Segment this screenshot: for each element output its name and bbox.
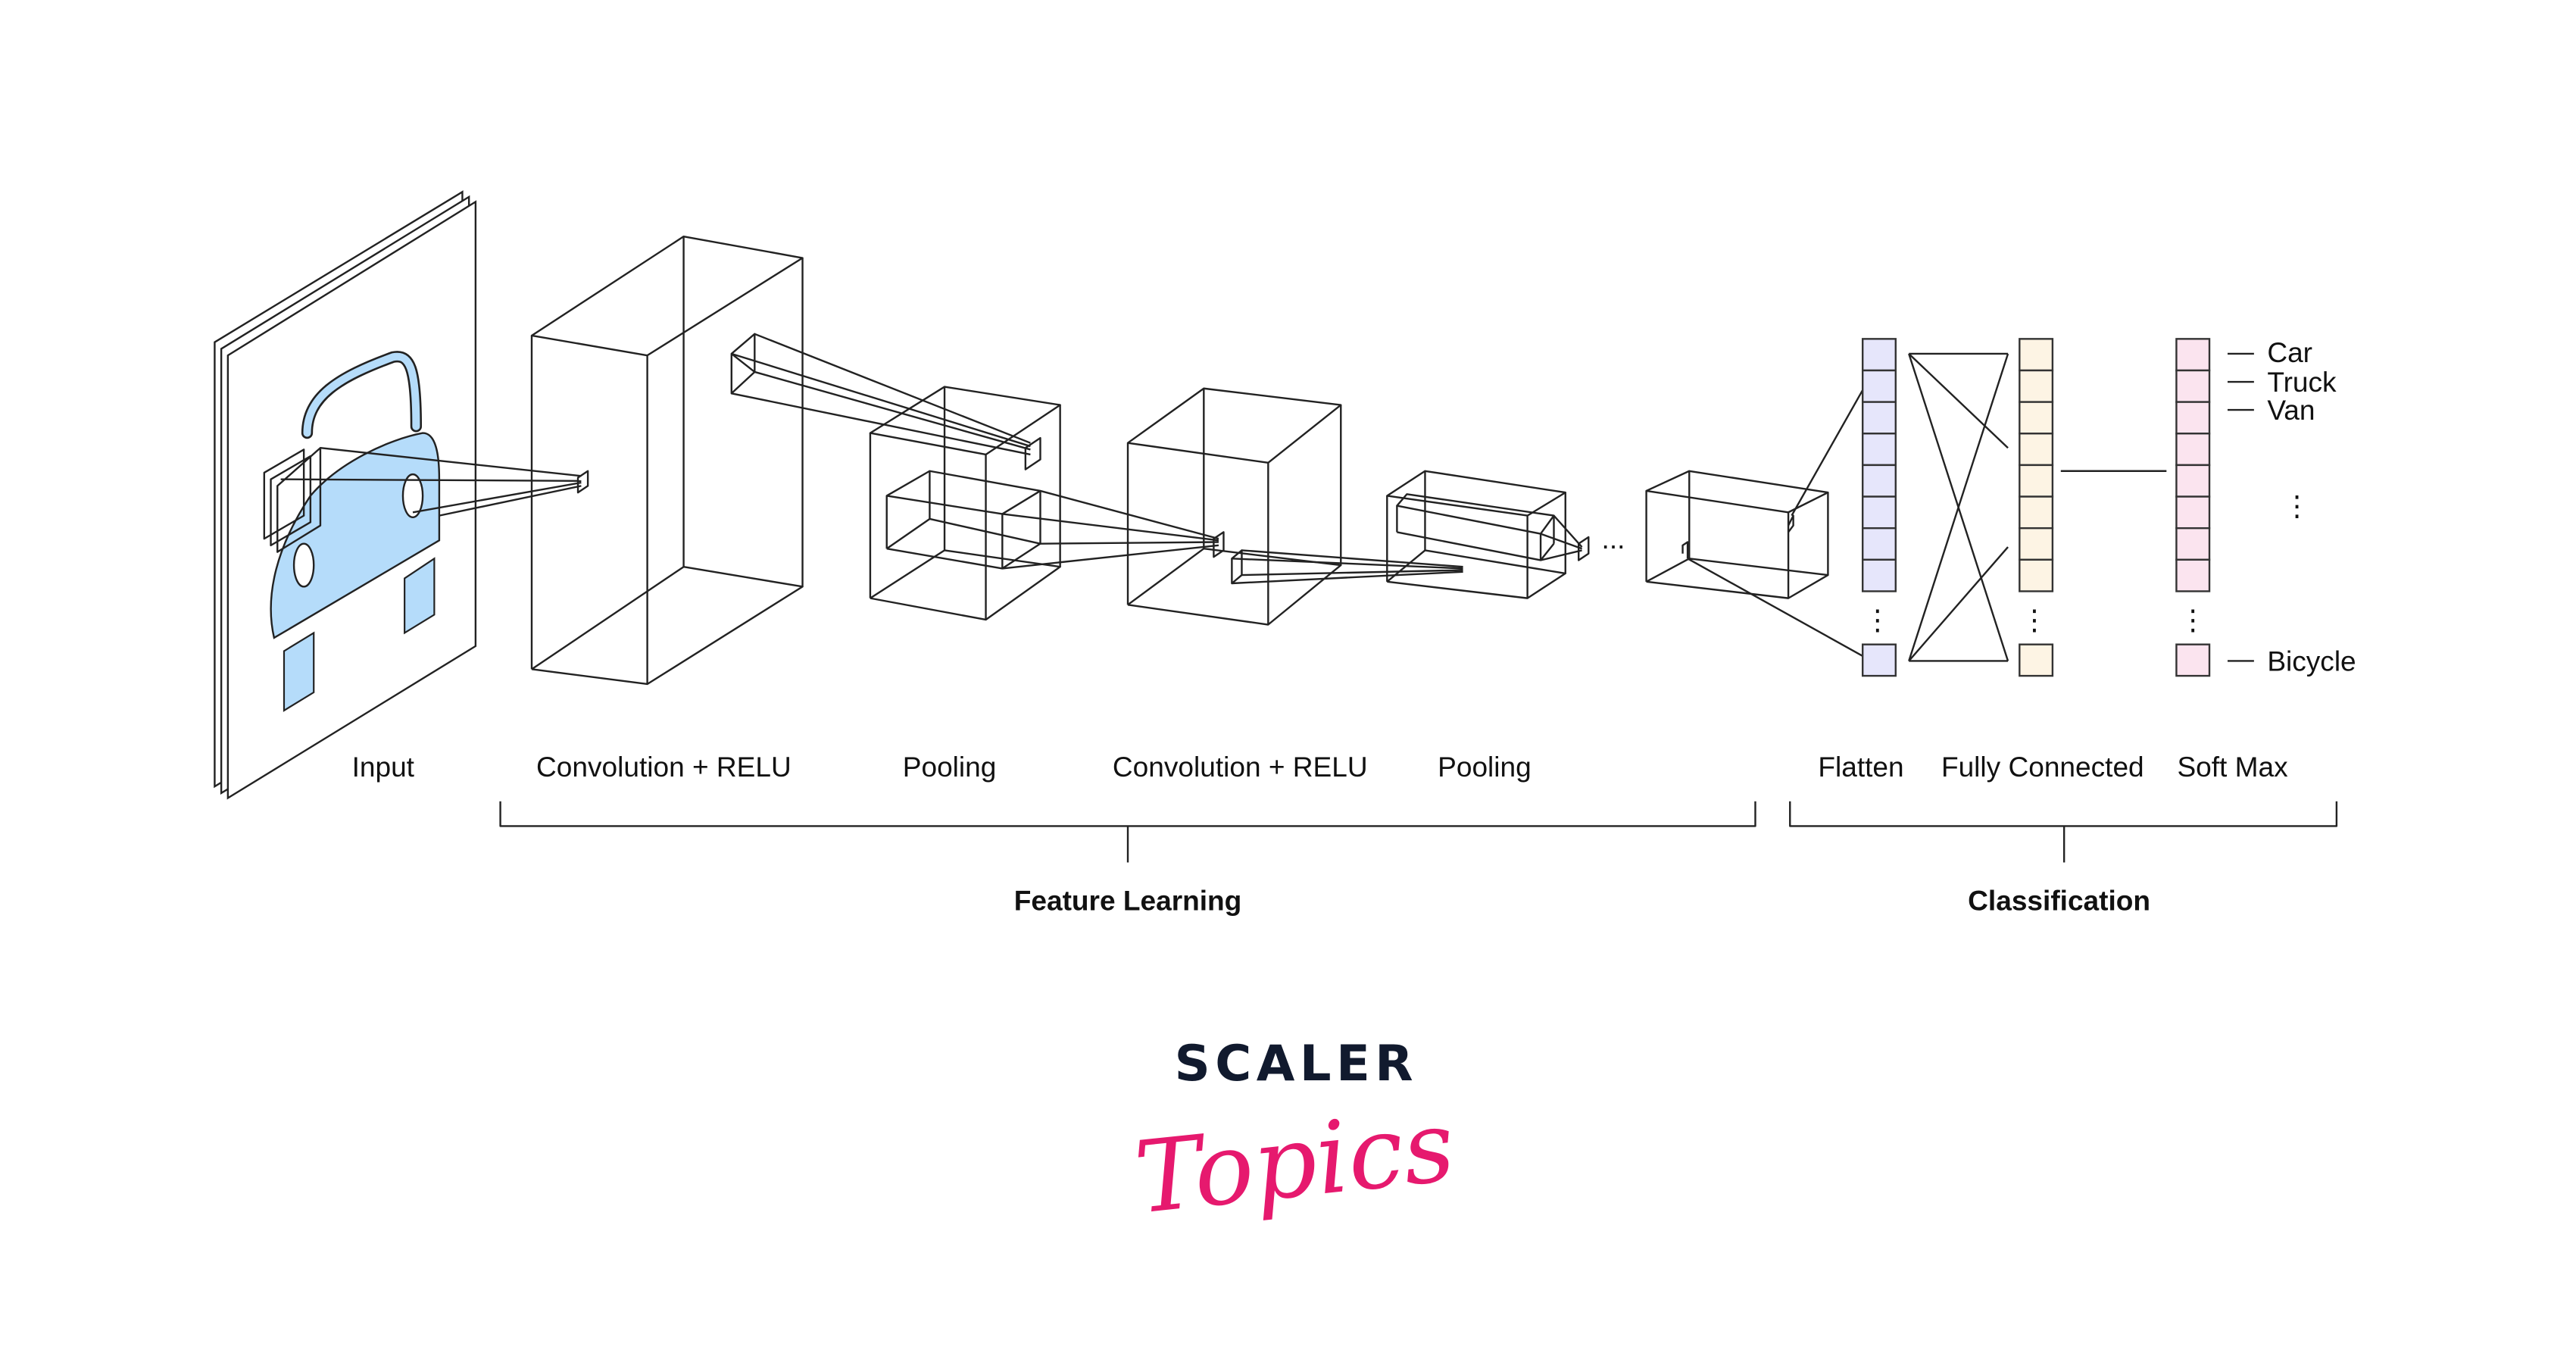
vector-cell: [2175, 369, 2211, 403]
svg-text:⋮: ⋮: [2283, 490, 2311, 522]
vector-cell-last: [1861, 643, 1897, 677]
label-flatten: Flatten: [1818, 751, 1903, 783]
group-feature-learning: Feature Learning: [1014, 885, 1242, 917]
vector-cell: [2019, 338, 2054, 372]
conv1-volume: [530, 235, 1031, 686]
label-conv2: Convolution + RELU: [1113, 751, 1368, 783]
vector-cell: [2175, 464, 2211, 498]
input-image-stack: [214, 190, 582, 800]
vector-cell: [2175, 558, 2211, 592]
vector-cell: [2175, 401, 2211, 435]
pool2-volume: [1386, 470, 1590, 599]
label-pool1: Pooling: [903, 751, 997, 783]
class-bicycle: Bicycle: [2267, 645, 2356, 677]
vector-cell: [2175, 338, 2211, 372]
svg-text:⋮: ⋮: [2179, 604, 2207, 636]
vector-cell: [1861, 527, 1897, 561]
logo-scaler: SCALER: [1175, 1035, 1419, 1092]
vector-cell: [2019, 495, 2054, 530]
dots-softmax: ⋮: [2179, 604, 2207, 636]
vector-cell: [1861, 401, 1897, 435]
vector-cell: [2019, 558, 2054, 592]
class-truck: Truck: [2267, 366, 2337, 398]
vector-cell: [2175, 433, 2211, 467]
vector-cell-last: [2175, 643, 2211, 677]
label-pool2: Pooling: [1438, 751, 1532, 783]
vector-cell: [1861, 433, 1897, 467]
label-input: Input: [352, 751, 415, 783]
fc-connections: [1908, 352, 2167, 662]
dots-classes: ⋮: [2283, 490, 2311, 522]
vector-cell: [2019, 401, 2054, 435]
vector-cell-last: [2019, 643, 2054, 677]
feature-learning-bracket: [499, 801, 1756, 863]
vector-cell: [1861, 558, 1897, 592]
vector-cell: [1861, 464, 1897, 498]
continuation-dots: ...: [1602, 523, 1625, 555]
logo-topics: Topics: [1130, 1088, 1460, 1236]
vector-cell: [2019, 369, 2054, 403]
pool1-volume: [869, 386, 1219, 621]
dots-fc: ⋮: [2020, 604, 2048, 636]
class-car: Car: [2267, 336, 2312, 368]
vector-cell: [2019, 433, 2054, 467]
label-fully-connected: Fully Connected: [1941, 751, 2144, 783]
vector-cell: [1861, 338, 1897, 372]
group-classification: Classification: [1968, 885, 2150, 917]
class-van: Van: [2267, 394, 2315, 426]
vector-cell: [2175, 495, 2211, 530]
input-filter-window: [263, 447, 582, 553]
vector-cell: [2019, 527, 2054, 561]
vector-cell: [1861, 495, 1897, 530]
class-labels: Car Truck Van Bicycle: [2227, 336, 2356, 677]
conv2-volume: [1126, 387, 1463, 626]
vector-cell: [2175, 527, 2211, 561]
svg-text:⋮: ⋮: [1863, 604, 1891, 636]
vector-cell: [2019, 464, 2054, 498]
dots-flatten: ⋮: [1863, 604, 1891, 636]
final-feature-volume: [1645, 389, 1864, 657]
softmax-vector: [2175, 338, 2211, 677]
scaler-topics-logo: SCALER Topics: [1130, 1035, 1460, 1236]
vector-cell: [1861, 369, 1897, 403]
fully-connected-vector: [2019, 338, 2054, 677]
car-illustration: [270, 351, 441, 712]
classification-bracket: [1789, 801, 2338, 863]
svg-text:⋮: ⋮: [2020, 604, 2048, 636]
label-conv1: Convolution + RELU: [536, 751, 792, 783]
label-softmax: Soft Max: [2177, 751, 2288, 783]
flatten-vector: [1861, 338, 1897, 677]
